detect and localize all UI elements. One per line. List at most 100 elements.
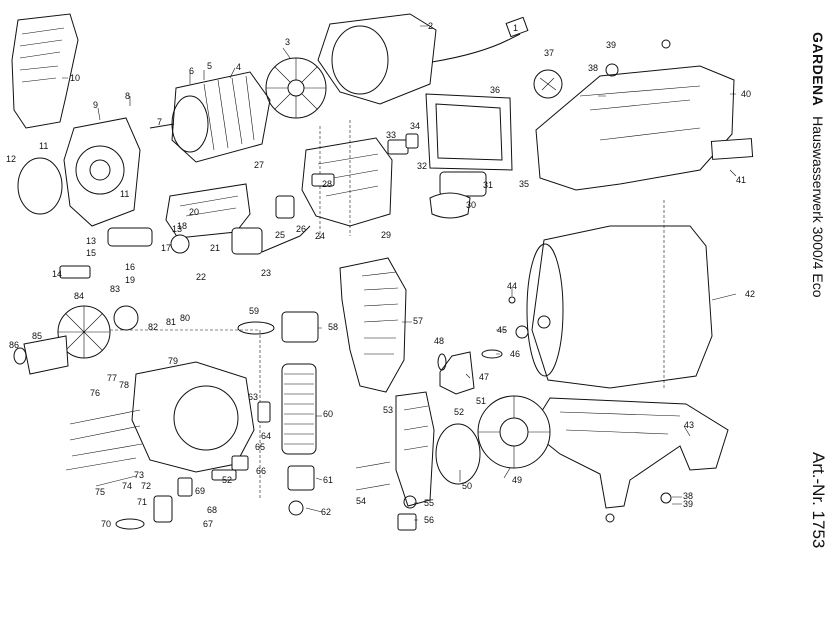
side-title-block: GARDENA Hauswasserwerk 3000/4 Eco Art.-N… — [806, 32, 828, 612]
callout-16: 16 — [125, 262, 136, 272]
callout-53: 53 — [383, 405, 394, 415]
callout-55: 55 — [424, 498, 435, 508]
part-37-knob — [533, 69, 563, 99]
callout-30: 30 — [466, 200, 477, 210]
part-33-fitting — [387, 139, 409, 155]
callout-48: 48 — [434, 336, 445, 346]
callout-85: 85 — [32, 331, 43, 341]
part-18-cap — [170, 234, 190, 254]
callout-45: 45 — [497, 325, 508, 335]
callout-39a: 39 — [606, 40, 617, 50]
callout-32: 32 — [417, 161, 428, 171]
callout-76: 76 — [90, 388, 101, 398]
part-47-elbow — [439, 351, 475, 395]
callout-38a: 38 — [588, 63, 599, 73]
part-84-impeller — [57, 305, 111, 359]
callout-86: 86 — [9, 340, 20, 350]
callout-11a: 11 — [39, 141, 49, 151]
callout-47: 47 — [479, 372, 490, 382]
part-40-top-housing — [535, 65, 754, 191]
callout-68: 68 — [207, 505, 218, 515]
callout-67: 67 — [203, 519, 214, 529]
part-24-wire — [261, 225, 311, 253]
callout-40: 40 — [741, 89, 752, 99]
callout-5: 5 — [207, 61, 213, 71]
callout-14: 14 — [52, 269, 63, 279]
callout-71: 71 — [137, 497, 148, 507]
part-44-screw — [508, 296, 516, 304]
callout-59: 59 — [249, 306, 260, 316]
part-71-valve — [153, 495, 173, 523]
callout-70: 70 — [101, 519, 112, 529]
part-14-plug — [59, 265, 91, 279]
callout-83: 83 — [110, 284, 121, 294]
part-31-capacitor — [439, 171, 487, 197]
callout-13a: 13 — [86, 236, 97, 246]
part-43-base — [529, 397, 729, 509]
callout-22: 22 — [196, 272, 207, 282]
callout-23: 23 — [261, 268, 272, 278]
callout-44: 44 — [507, 281, 518, 291]
part-27-clip — [311, 173, 335, 187]
part-57-housing-shell — [339, 257, 407, 393]
part-9-motor-flange — [63, 117, 141, 227]
part-61-filter-cup — [287, 465, 315, 491]
part-70-o-ring — [115, 518, 145, 530]
callout-74: 74 — [122, 481, 133, 491]
part-83-diffuser — [113, 305, 139, 331]
callout-10: 10 — [70, 73, 81, 83]
part-41-label — [710, 138, 754, 160]
callout-80: 80 — [180, 313, 191, 323]
callout-63: 63 — [248, 392, 259, 402]
callout-54: 54 — [356, 496, 367, 506]
callout-15: 15 — [86, 248, 97, 258]
part-23-valve — [231, 227, 263, 255]
callout-24: 24 — [315, 231, 326, 241]
part-46-o-ring — [481, 349, 503, 359]
callout-57: 57 — [413, 316, 424, 326]
part-15-connector — [107, 227, 153, 247]
callout-36: 36 — [490, 85, 501, 95]
callout-19: 19 — [125, 275, 136, 285]
callout-66: 66 — [256, 466, 267, 476]
callout-77: 77 — [107, 373, 118, 383]
callout-1: 1 — [513, 23, 519, 33]
callout-13b: 13 — [172, 224, 183, 234]
callout-29: 29 — [381, 230, 392, 240]
callout-37: 37 — [544, 48, 555, 58]
callout-8: 8 — [125, 91, 131, 101]
callout-84: 84 — [74, 291, 85, 301]
article-number: Art.-Nr. 1753 — [809, 452, 828, 549]
part-25-bracket — [275, 195, 295, 219]
callout-12: 12 — [6, 154, 17, 164]
callout-2: 2 — [428, 21, 434, 31]
callout-50: 50 — [462, 481, 473, 491]
part-58-filter-cap — [281, 311, 319, 343]
callout-25: 25 — [275, 230, 286, 240]
callout-52b: 52 — [222, 475, 233, 485]
callout-3: 3 — [285, 37, 291, 47]
callout-69: 69 — [195, 486, 206, 496]
part-12-o-ring — [17, 157, 63, 215]
callout-42: 42 — [745, 289, 756, 299]
callout-28: 28 — [322, 179, 333, 189]
part-30-cover — [429, 192, 471, 219]
callout-58: 58 — [328, 322, 339, 332]
part-3-fan — [265, 57, 327, 119]
part-35-cover-frame — [425, 93, 513, 171]
part-85-ejector — [23, 335, 69, 375]
part-34-fitting — [405, 133, 419, 149]
callout-49: 49 — [512, 475, 523, 485]
callout-17: 17 — [161, 243, 172, 253]
part-60-filter — [281, 311, 319, 491]
callout-33: 33 — [386, 130, 397, 140]
callout-6: 6 — [189, 66, 195, 76]
callout-21: 21 — [210, 243, 221, 253]
part-45-washer — [515, 325, 529, 339]
callout-20: 20 — [189, 207, 200, 217]
callout-34: 34 — [410, 121, 421, 131]
brand-logo: GARDENA — [810, 32, 826, 107]
callout-61: 61 — [323, 475, 334, 485]
callout-79: 79 — [168, 356, 179, 366]
part-4-motor — [149, 71, 271, 163]
